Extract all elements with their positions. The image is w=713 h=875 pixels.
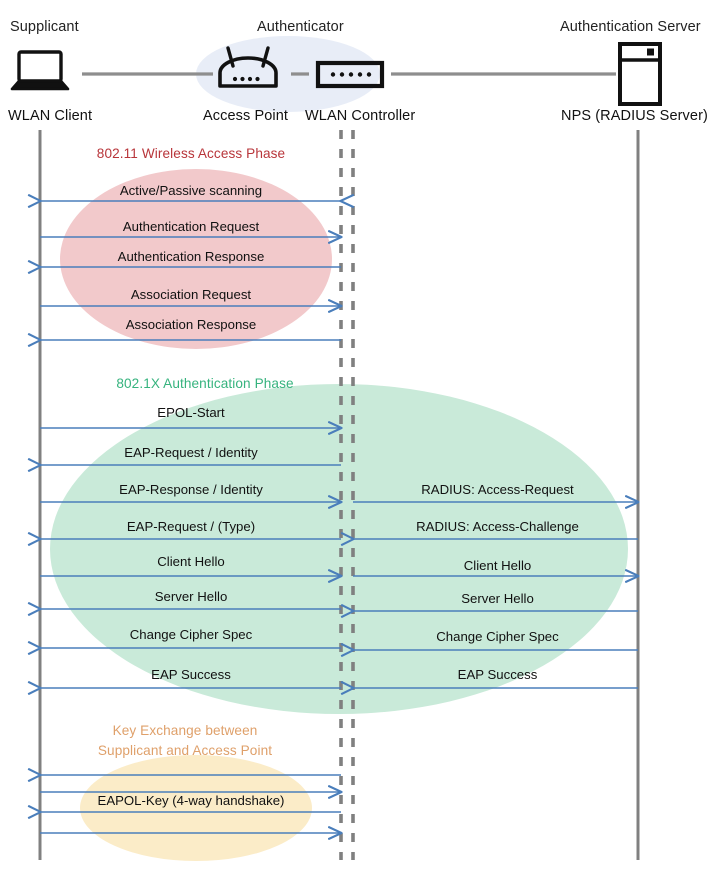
msg-server-hello-left: Server Hello: [154, 589, 228, 604]
msg-active-passive-scanning: Active/Passive scanning: [119, 183, 263, 198]
node-label-wlan-client: WLAN Client: [8, 108, 93, 124]
msg-eap-request-type: EAP-Request / (Type): [126, 519, 256, 534]
phase-ellipse-key-exchange: [80, 755, 312, 861]
msg-association-request: Association Request: [130, 287, 252, 302]
phase-label-key-exchange: Key Exchange between Supplicant and Acce…: [60, 721, 310, 760]
msg-eap-success-right: EAP Success: [457, 667, 538, 682]
phase-label-802-1x: 802.1X Authentication Phase: [116, 376, 294, 391]
msg-association-response: Association Response: [125, 317, 257, 332]
msg-server-hello-right: Server Hello: [461, 591, 534, 606]
role-title-auth-server: Authentication Server: [560, 19, 701, 35]
msg-client-hello-right: Client Hello: [463, 558, 532, 573]
msg-change-cipher-spec-left: Change Cipher Spec: [129, 627, 253, 642]
msg-radius-access-request: RADIUS: Access-Request: [421, 482, 574, 497]
msg-authentication-request: Authentication Request: [122, 219, 260, 234]
phase-label-key-exchange-line2: Supplicant and Access Point: [97, 742, 273, 758]
access-point-icon: [218, 46, 278, 88]
node-label-wlan-controller: WLAN Controller: [305, 108, 416, 124]
role-title-supplicant: Supplicant: [10, 19, 79, 35]
laptop-icon: [10, 50, 70, 91]
msg-eap-request-identity: EAP-Request / Identity: [124, 445, 258, 460]
phase-label-802-11: 802.11 Wireless Access Phase: [96, 146, 286, 161]
authenticator-halo: [196, 36, 380, 112]
msg-eapol-key-handshake: EAPOL-Key (4-way handshake): [97, 793, 285, 808]
node-label-nps-radius-server: NPS (RADIUS Server): [561, 108, 708, 124]
msg-radius-access-challenge: RADIUS: Access-Challenge: [416, 519, 579, 534]
msg-eap-success-left: EAP Success: [151, 667, 231, 682]
wlan-controller-icon: [315, 60, 385, 89]
msg-client-hello-left: Client Hello: [157, 554, 225, 569]
msg-epol-start: EPOL-Start: [157, 405, 225, 420]
phase-ellipse-802-11: [60, 169, 332, 349]
role-title-authenticator: Authenticator: [257, 19, 344, 35]
node-label-access-point: Access Point: [203, 108, 289, 124]
phase-label-key-exchange-line1: Key Exchange between: [112, 723, 258, 738]
msg-authentication-response: Authentication Response: [117, 249, 265, 264]
phase-ellipse-802-1x: [50, 384, 628, 714]
msg-eap-response-identity: EAP-Response / Identity: [119, 482, 263, 497]
msg-change-cipher-spec-right: Change Cipher Spec: [436, 629, 559, 644]
server-icon: [618, 42, 662, 106]
